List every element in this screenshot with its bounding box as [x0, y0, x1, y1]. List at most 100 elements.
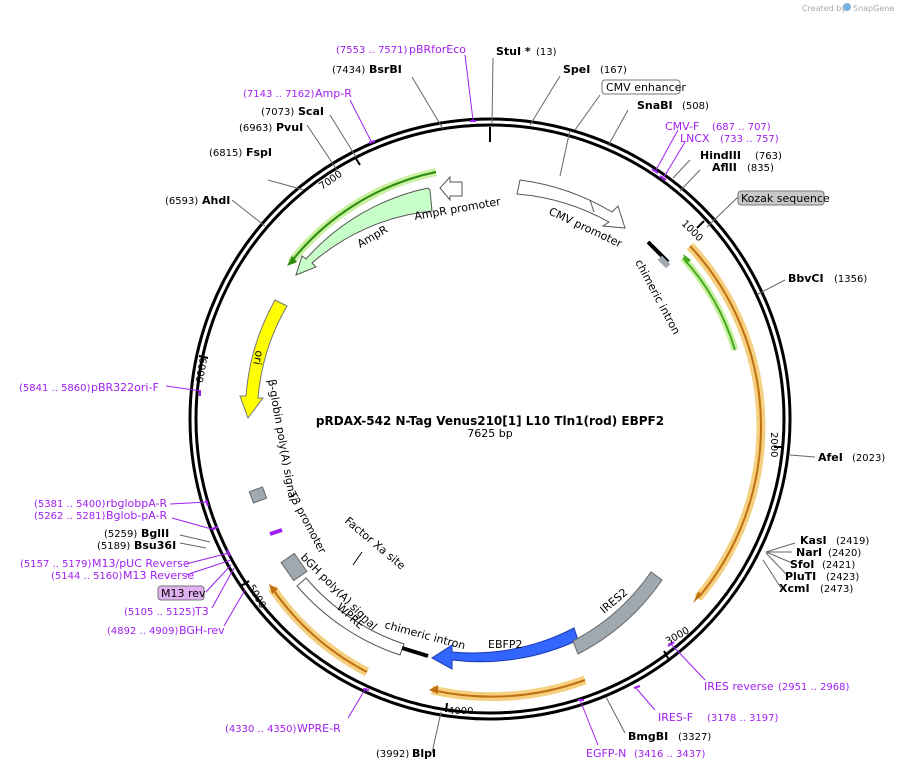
backbone-inner	[194, 123, 786, 715]
primer-bglob-pos: (5262 .. 5281)	[34, 511, 106, 522]
t3-promoter-feature[interactable]	[269, 528, 283, 536]
site-afei[interactable]: AfeI	[818, 451, 843, 464]
site-bsrbi-pos: (7434)	[332, 65, 365, 76]
kozak-label: Kozak sequence	[741, 192, 830, 205]
leader-lines	[179, 57, 816, 754]
bgh-feature[interactable]	[280, 552, 308, 582]
site-nari[interactable]: NarI	[796, 546, 822, 559]
site-fspi-pos: (6815)	[209, 148, 242, 159]
site-bbvci-pos: (1356)	[834, 274, 867, 285]
primer-ampr-pos: (7143 .. 7162)	[243, 89, 315, 100]
primer-t3-pos: (5105 .. 5125)	[124, 607, 196, 618]
primer-iresrev-pos: (2951 .. 2968)	[778, 682, 850, 693]
t3-promoter-label: T3 promoter	[285, 488, 329, 556]
site-scai-pos: (7073)	[261, 107, 294, 118]
chimeric-intron-box	[657, 255, 671, 269]
m13rev-box[interactable]	[157, 585, 205, 601]
primer-cmvf-pos: (687 .. 707)	[712, 122, 771, 133]
factorxa-label: Factor Xa site	[342, 514, 408, 572]
site-kasi[interactable]: KasI	[800, 534, 827, 547]
site-pvui[interactable]: PvuI	[276, 121, 303, 134]
ires2-feature[interactable]	[572, 571, 663, 655]
primer-pbrforeco[interactable]: pBRforEco	[409, 43, 466, 56]
ampr-promoter[interactable]	[439, 175, 463, 202]
site-bsrbi[interactable]: BsrBI	[369, 63, 402, 76]
site-spei-pos: (167)	[600, 65, 627, 76]
orf-arrow-left	[269, 584, 278, 594]
primer-bglob[interactable]: Bglob-pA-R	[106, 509, 168, 522]
site-scai[interactable]: ScaI	[298, 105, 324, 118]
primer-m13puc-pos: (5157 .. 5179)	[20, 559, 92, 570]
site-sfoi[interactable]: SfoI	[790, 558, 814, 571]
backbone-outer	[188, 117, 792, 721]
ampr-feature[interactable]	[295, 187, 433, 276]
site-pluti[interactable]: PluTI	[785, 570, 816, 583]
primer-lncx[interactable]: LNCX	[680, 132, 710, 145]
primer-bghrev-pos: (4892 .. 4909)	[107, 626, 179, 637]
site-hindiii[interactable]: HindIII	[700, 149, 741, 162]
site-ahdi[interactable]: AhdI	[202, 194, 230, 207]
site-blpi[interactable]: BlpI	[412, 747, 436, 760]
factorxa-site[interactable]	[352, 551, 363, 566]
site-stui[interactable]: StuI *	[496, 45, 531, 58]
site-xcmi[interactable]: XcmI	[779, 582, 810, 595]
tick-1000: 1000	[679, 218, 705, 244]
plasmid-length: 7625 bp	[467, 427, 512, 440]
site-bsu36i[interactable]: Bsu36I	[134, 539, 176, 552]
bglobin-feature[interactable]	[248, 486, 268, 504]
primer-rbglob[interactable]: rbglobpA-R	[106, 497, 167, 510]
site-fspi[interactable]: FspI	[246, 146, 272, 159]
primer-pbrforeco-pos: (7553 .. 7571)	[336, 45, 408, 56]
primer-wprer[interactable]: WPRE-R	[297, 722, 341, 735]
cmv-enhancer-box[interactable]	[601, 79, 681, 95]
green-arrow	[683, 254, 691, 264]
primer-pbr322ori[interactable]: pBR322ori-F	[91, 381, 159, 394]
primer-egfpn[interactable]: EGFP-N	[586, 747, 626, 760]
ori-label: ori	[251, 349, 266, 365]
tick-4000: 4000	[448, 706, 473, 717]
primer-m13puc[interactable]: M13/pUC Reverse	[92, 557, 190, 570]
site-hindiii-pos: (763)	[755, 151, 782, 162]
primer-markers	[199, 120, 675, 701]
site-aflii[interactable]: AflII	[712, 161, 737, 174]
site-bmgbi[interactable]: BmgBI	[628, 730, 668, 743]
snapgene-logo-icon	[843, 3, 851, 11]
primer-wprer-pos: (4330 .. 4350)	[225, 724, 297, 735]
primer-m13rev[interactable]: M13 Reverse	[123, 569, 194, 582]
primer-iresf[interactable]: IRES-F	[658, 711, 693, 724]
tick-marks	[198, 127, 783, 713]
site-bbvci[interactable]: BbvCI	[788, 272, 824, 285]
chimeric-intron-2[interactable]	[401, 646, 429, 658]
primer-iresrev[interactable]: IRES reverse	[704, 680, 774, 693]
primer-t3[interactable]: T3	[194, 605, 209, 618]
bglobin-label: β-globin poly(A) signal	[265, 378, 299, 502]
orf-arrow-bottom	[429, 685, 438, 694]
primer-ampr[interactable]: Amp-R	[315, 87, 352, 100]
site-spei[interactable]: SpeI	[563, 63, 590, 76]
site-bglii-pos: (5259)	[104, 529, 137, 540]
ebfp2-feature[interactable]	[431, 627, 579, 670]
primer-lines	[165, 54, 706, 746]
primer-cmvf[interactable]: CMV-F	[665, 120, 699, 133]
orf-arc-right[interactable]	[686, 242, 766, 601]
site-bmgbi-pos: (3327)	[678, 732, 711, 743]
site-kasi-pos: (2419)	[836, 536, 869, 547]
site-nari-pos: (2420)	[828, 548, 861, 559]
kozak-box[interactable]	[737, 190, 825, 206]
site-snabi[interactable]: SnaBI	[637, 99, 673, 112]
site-bglii[interactable]: BglII	[141, 527, 169, 540]
primer-egfpn-pos: (3416 .. 3437)	[634, 749, 706, 760]
primer-pbr322ori-pos: (5841 .. 5860)	[19, 383, 91, 394]
wpre-feature[interactable]	[296, 577, 405, 656]
site-bsu36i-pos: (5189)	[97, 541, 130, 552]
site-snabi-pos: (508)	[682, 101, 709, 112]
snapgene-brand: SnapGene	[853, 4, 894, 13]
tick-2000: 2000	[768, 432, 779, 457]
cmv-promoter[interactable]	[516, 179, 626, 229]
site-pvui-pos: (6963)	[239, 123, 272, 134]
tick-6000: 6000	[193, 356, 208, 383]
ori-feature[interactable]	[239, 299, 288, 420]
primer-m13rev-pos: (5144 .. 5160)	[51, 571, 123, 582]
primer-bghrev[interactable]: BGH-rev	[179, 624, 225, 637]
